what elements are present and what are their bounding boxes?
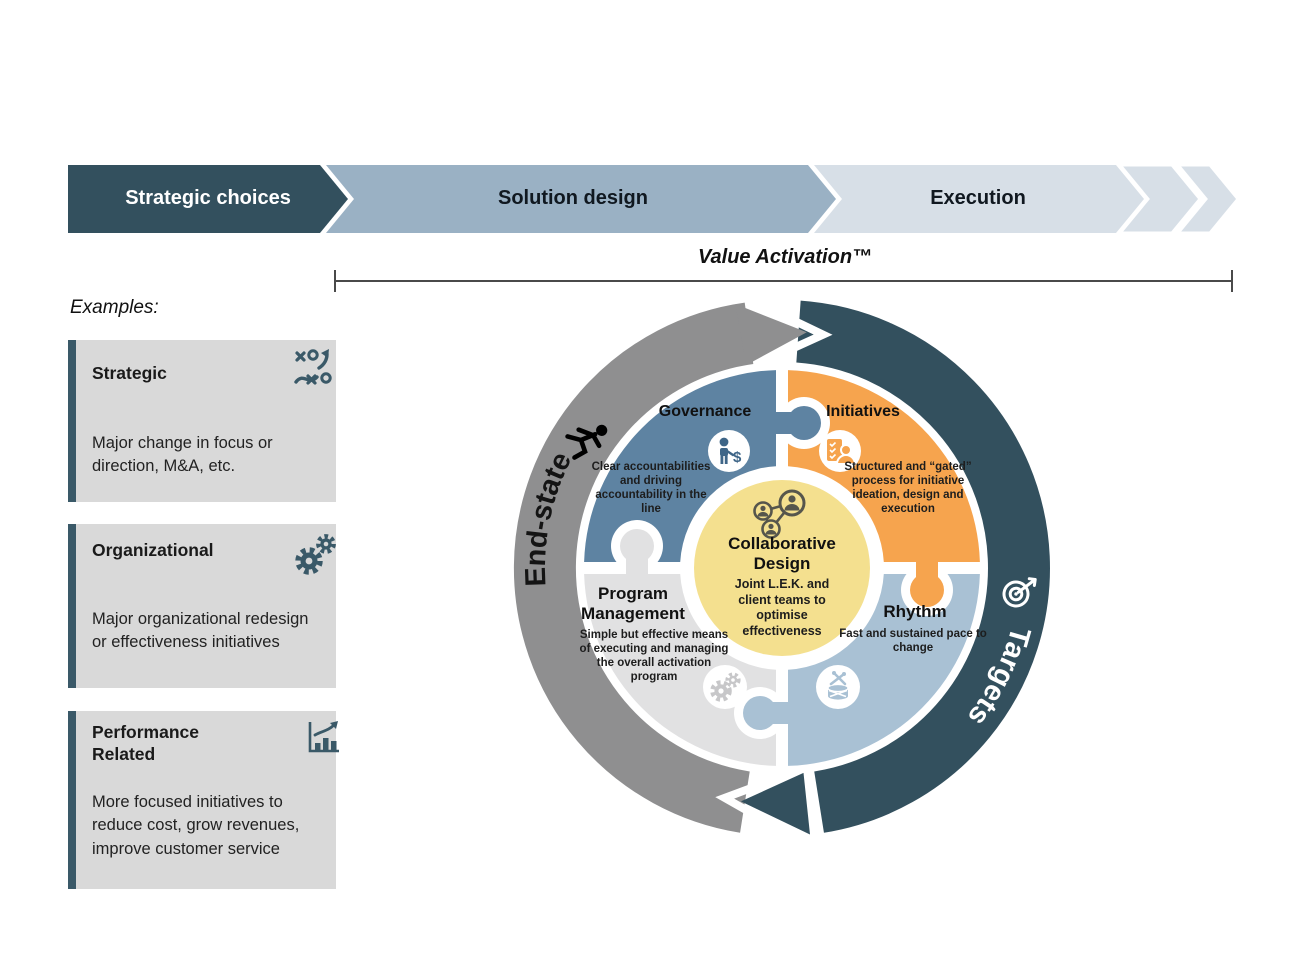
quadrant-desc-initiatives: Structured and “gated” process for initi… xyxy=(844,461,972,516)
ring-bottom-notch xyxy=(715,770,794,840)
person-dollar-icon: $ xyxy=(708,430,750,472)
center-title: Collaborative Design xyxy=(728,534,836,573)
quadrant-desc-program-management: Simple but effective means of executing … xyxy=(579,629,729,684)
example-card-organizational: Organizational Major organizational rede… xyxy=(68,524,336,688)
checklist-person-icon xyxy=(819,430,861,472)
example-card-performance-related: Performance Related More focused initiat… xyxy=(68,711,339,889)
value-activation-label: Value Activation™ xyxy=(697,246,873,268)
card-title: Performance Related xyxy=(92,722,199,764)
puzzle-piece-initiatives xyxy=(788,370,980,562)
bracket-left-tick xyxy=(334,270,336,292)
puzzle-tab-rhythm xyxy=(734,687,796,739)
process-chevron-tail-2 xyxy=(1176,165,1238,233)
card-title: Organizational xyxy=(92,540,214,560)
quadrant-desc-rhythm: Fast and sustained pace to change xyxy=(839,628,987,655)
process-step-execution: Execution xyxy=(930,187,1026,209)
ring-bottom-arrowhead xyxy=(740,772,810,835)
example-card-strategic: Strategic Major change in focus or direc… xyxy=(68,340,336,502)
drum-icon xyxy=(816,665,860,709)
value-activation-cycle: End-state Targets xyxy=(513,297,1050,840)
quadrant-title-initiatives: Initiatives xyxy=(826,403,900,420)
center-circle xyxy=(694,480,870,656)
ring-endstate-arc xyxy=(513,302,754,833)
growth-chart-icon xyxy=(308,721,339,753)
process-step-strategic-choices: Strategic choices xyxy=(125,187,291,209)
ring-top-arrowhead xyxy=(735,304,807,366)
target-icon xyxy=(1002,577,1037,608)
quadrant-title-rhythm: Rhythm xyxy=(883,602,947,621)
process-chevron-tail-1 xyxy=(1118,165,1202,233)
examples-heading: Examples: xyxy=(70,297,159,318)
value-activation-bracket xyxy=(335,280,1233,282)
puzzle-piece-program-management xyxy=(584,574,776,766)
card-description: Major organizational redesign or effecti… xyxy=(92,610,309,652)
runner-icon xyxy=(565,424,608,460)
svg-text:$: $ xyxy=(733,449,742,466)
puzzle-piece-governance xyxy=(584,370,776,562)
puzzle-piece-rhythm xyxy=(788,574,980,766)
strategy-plan-icon xyxy=(294,349,332,385)
process-step-solution-design: Solution design xyxy=(498,187,648,209)
process-bar xyxy=(68,165,1238,233)
center-desc: Joint L.E.K. and client teams to optimis… xyxy=(734,577,830,638)
puzzle-tab-initiatives xyxy=(901,554,953,616)
gears-icon xyxy=(703,665,747,709)
card-title: Strategic xyxy=(92,363,167,383)
card-description: Major change in focus or direction, M&A,… xyxy=(92,434,273,476)
ring-targets-arc xyxy=(796,300,1050,833)
card-description: More focused initiatives to reduce cost,… xyxy=(92,793,300,858)
process-chevron-3 xyxy=(814,165,1144,233)
quadrant-title-program-management: Program Management xyxy=(581,584,685,624)
gears-icon xyxy=(295,534,336,575)
quadrant-desc-governance: Clear accountabilities and driving accou… xyxy=(591,461,711,516)
process-chevron-1 xyxy=(68,165,348,233)
puzzle-tab-governance xyxy=(768,397,830,449)
puzzle-tab-program-management xyxy=(611,520,663,582)
people-network-icon xyxy=(753,489,806,539)
bracket-right-tick xyxy=(1231,270,1233,292)
process-chevron-2 xyxy=(326,165,836,233)
quadrant-title-governance: Governance xyxy=(658,403,752,420)
ring-top-notch xyxy=(752,297,833,367)
